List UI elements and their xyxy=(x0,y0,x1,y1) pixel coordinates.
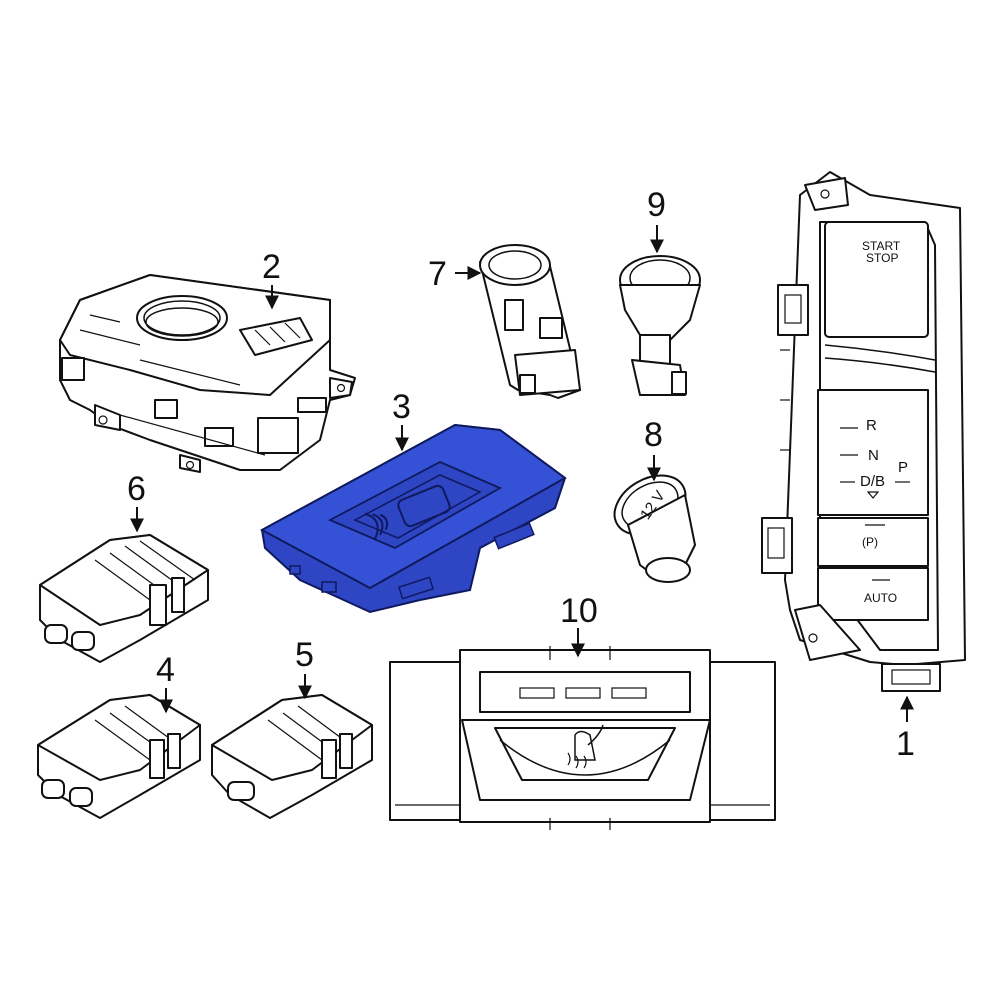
callout-9: 9 xyxy=(647,186,666,224)
callout-10: 10 xyxy=(560,592,598,630)
charger-pad-inner xyxy=(353,474,482,539)
part-3-wireless-charger[interactable] xyxy=(259,423,567,614)
part-5-connector[interactable] xyxy=(211,694,373,819)
start-stop-label-line2: STOP xyxy=(866,251,898,265)
charger-pad xyxy=(327,461,503,550)
start-stop-label-line1: START xyxy=(862,239,901,253)
part-9-socket[interactable] xyxy=(619,255,701,396)
part-6-connector[interactable] xyxy=(39,534,209,663)
callout-2: 2 xyxy=(262,248,281,286)
part-1-gear-selector-panel[interactable]: START STOP R N D/B P (P) AUTO xyxy=(761,171,966,692)
gear-p-label: P xyxy=(898,459,908,476)
callout-8: 8 xyxy=(644,416,663,454)
callout-4: 4 xyxy=(156,651,175,689)
callout-6: 6 xyxy=(127,470,146,508)
gear-db-label: D/B xyxy=(860,473,885,490)
auto-label: AUTO xyxy=(864,591,897,605)
park-symbol-label: (P) xyxy=(862,535,878,549)
callout-7: 7 xyxy=(428,255,447,293)
callout-3: 3 xyxy=(392,388,411,426)
part-8-12v-socket[interactable]: 12 V xyxy=(604,463,696,583)
part-7-socket-housing[interactable] xyxy=(479,244,581,399)
callout-5: 5 xyxy=(295,636,314,674)
charger-icon xyxy=(397,484,451,528)
part-4-connector[interactable] xyxy=(37,694,201,819)
part-10-seat-heat-panel[interactable] xyxy=(389,646,776,830)
seat-heater-icon xyxy=(567,724,604,769)
part-2-control-module[interactable] xyxy=(59,274,356,473)
gear-n-label: N xyxy=(868,447,879,464)
callout-1: 1 xyxy=(896,725,915,763)
gear-r-label: R xyxy=(866,417,877,434)
